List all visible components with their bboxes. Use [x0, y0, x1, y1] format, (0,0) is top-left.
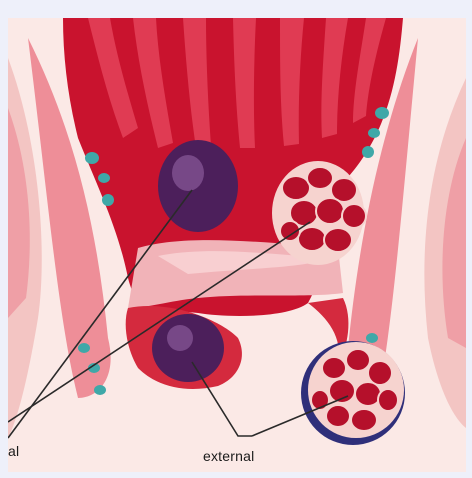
label-external: external [203, 448, 254, 464]
external-hemorrhoid-highlight [167, 325, 193, 351]
label-internal-partial: al [8, 443, 19, 459]
illustration-frame: al external [8, 18, 466, 472]
internal-hemorrhoid-highlight [172, 155, 204, 191]
external-hemorrhoid-cluster [301, 341, 405, 445]
hemorrhoid-illustration [8, 18, 466, 472]
